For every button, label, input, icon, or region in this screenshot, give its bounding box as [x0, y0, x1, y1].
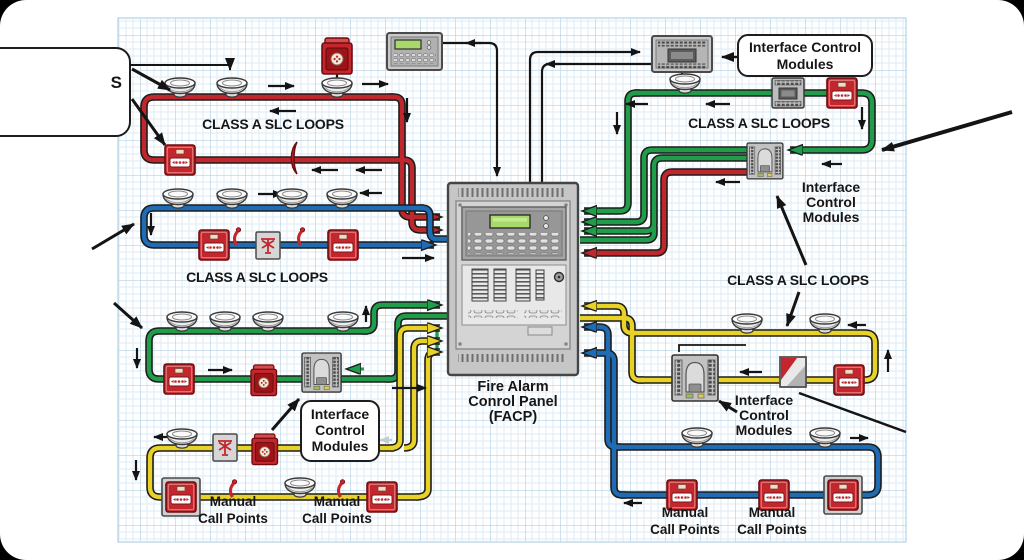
icm-callout-box: Interface Control Modules [737, 34, 873, 77]
manual-call-points-labels: Manual Call Points Manual Call Points Ma… [198, 494, 807, 537]
manual-call-point [826, 77, 858, 109]
door-release-module [779, 356, 807, 388]
left-callout-text: S [111, 73, 122, 92]
svg-text:Call Points: Call Points [198, 511, 268, 526]
blue-slc-loop-left [140, 204, 447, 245]
vent-grille-bottom [458, 354, 566, 364]
interface-control-module [671, 354, 719, 402]
manual-call-point [833, 364, 865, 396]
icm-box-line2: Modules [777, 56, 834, 72]
svg-text:Control: Control [739, 407, 789, 423]
manual-call-point [366, 481, 398, 513]
facp-label: Fire Alarm Conrol Panel (FACP) [468, 379, 557, 425]
svg-text:Interface: Interface [735, 392, 794, 408]
facp-module-slot [515, 268, 531, 302]
fire-bell [321, 37, 353, 75]
icm-lower-line3: Modules [312, 438, 369, 454]
icm-lower-line2: Control [315, 422, 365, 438]
svg-text:Call Points: Call Points [650, 522, 720, 537]
facp-module-slot [493, 268, 507, 302]
manual-call-point [198, 229, 230, 261]
facp-switch-row [468, 310, 518, 318]
svg-text:Conrol Panel: Conrol Panel [468, 394, 557, 410]
icm-lower-line1: Interface [311, 406, 370, 422]
manual-call-point [824, 476, 862, 514]
vent-grille-top [458, 187, 566, 197]
class-a-label-right-mid: CLASS A SLC LOOPS [727, 272, 869, 288]
icm-callout-box-lower: Interface Control Modules [300, 400, 380, 462]
green-slc-loop-right [580, 89, 876, 253]
class-a-label-green-right: CLASS A SLC LOOPS [688, 115, 830, 131]
sprinkler-switch [255, 231, 281, 260]
manual-call-point [163, 363, 195, 395]
flow-arrows [132, 80, 892, 507]
svg-text:Modules: Modules [736, 422, 793, 438]
facp-switch-row [524, 310, 562, 318]
fire-bell [251, 433, 279, 466]
yellow-slc-loop-left [146, 328, 440, 501]
red-slc-loop [140, 93, 440, 230]
svg-text:(FACP): (FACP) [489, 409, 538, 425]
class-a-label-blue: CLASS A SLC LOOPS [186, 269, 328, 285]
yellow-slc-loop-right [580, 306, 879, 384]
interface-control-module [771, 77, 805, 109]
interface-control-module [746, 142, 784, 180]
interface-module-display [651, 35, 713, 73]
facp-cabinet [446, 181, 580, 377]
svg-text:Fire Alarm: Fire Alarm [477, 379, 548, 395]
svg-text:Call Points: Call Points [302, 511, 372, 526]
blue-slc-loop-right [584, 327, 882, 499]
manual-call-point [164, 144, 196, 176]
manual-call-point [327, 229, 359, 261]
annotation-arrows [91, 52, 1013, 434]
icm-plain-label-bottom-right: Interface Control Modules [735, 392, 794, 438]
svg-text:Manual: Manual [662, 505, 709, 520]
facp-keys [468, 233, 562, 254]
icm-box-line1: Interface Control [749, 39, 861, 55]
svg-text:Manual: Manual [210, 494, 257, 509]
svg-text:Manual: Manual [749, 505, 796, 520]
facp-button [527, 326, 553, 336]
class-a-label-red: CLASS A SLC LOOPS [202, 116, 344, 132]
svg-text:Interface: Interface [802, 179, 861, 195]
icm-plain-label-right: Interface Control Modules [802, 179, 861, 225]
svg-text:Modules: Modules [803, 209, 860, 225]
sprinkler-switch [212, 433, 238, 462]
facp-module-slot [535, 269, 545, 301]
svg-text:Control: Control [806, 194, 856, 210]
svg-text:Call Points: Call Points [737, 522, 807, 537]
remote-annunciator [386, 32, 443, 71]
left-callout-box: S [0, 47, 131, 137]
interface-control-module [301, 352, 342, 393]
manual-call-point [162, 478, 200, 516]
svg-text:Manual: Manual [314, 494, 361, 509]
fire-bell [250, 364, 278, 397]
facp-module-slot [471, 268, 489, 302]
